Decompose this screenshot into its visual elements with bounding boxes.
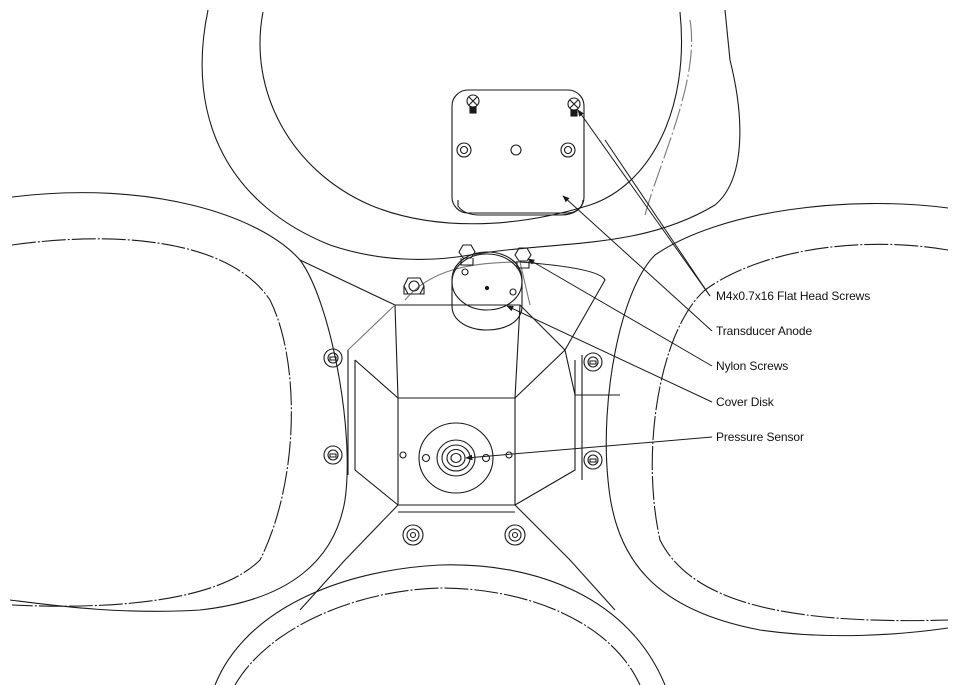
callout-cover-disk: Cover Disk (716, 395, 774, 409)
leader-pressure-sensor (465, 436, 713, 461)
leader-flat-screw-1 (577, 109, 711, 297)
leader-flat-screw-2 (604, 139, 711, 297)
flat-head-screw-right (567, 97, 581, 117)
callout-pressure-sensor: Pressure Sensor (716, 430, 804, 444)
leader-nylon-screws (527, 258, 713, 367)
leader-lines (465, 109, 713, 461)
callout-nylon-screws: Nylon Screws (716, 359, 789, 373)
pressure-sensor (399, 422, 513, 494)
bottom-transducer-housing (214, 564, 666, 685)
leader-cover-disk (506, 305, 713, 403)
right-transducer-housing (605, 202, 949, 637)
callout-flat-head-screws: M4x0.7x16 Flat Head Screws (716, 289, 871, 303)
center-frame (299, 259, 620, 611)
top-transducer-housing (201, 9, 741, 260)
nylon-screw-right (514, 247, 532, 269)
transducer-anode-plate (451, 89, 585, 216)
callout-transducer-anode: Transducer Anode (716, 324, 813, 338)
left-transducer-housing (9, 192, 348, 612)
leader-transducer-anode (562, 195, 713, 332)
socket-screws (323, 277, 603, 546)
nylon-screw-left (458, 244, 476, 266)
flat-head-screw-left (466, 94, 480, 114)
